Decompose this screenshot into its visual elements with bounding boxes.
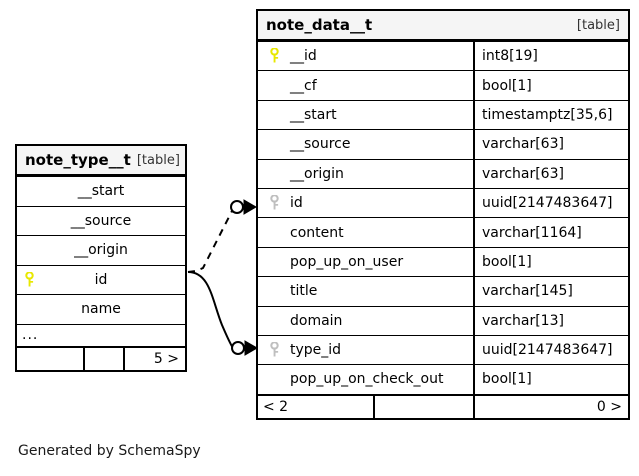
table-row[interactable]: __start timestamptz[35,6] (258, 99, 628, 130)
column-type: uuid[2147483647] (473, 188, 628, 218)
table-type-label: [table] (136, 152, 180, 168)
table-row[interactable]: __origin (17, 235, 185, 265)
column-name-cell: __start (17, 177, 185, 206)
column-name: title (290, 283, 318, 300)
column-type: int8[19] (473, 42, 628, 71)
key-icon-primary (262, 48, 286, 64)
column-name-cell: __source (258, 130, 473, 158)
table-row[interactable]: __origin varchar[63] (258, 158, 628, 188)
table-row[interactable]: id uuid[2147483647] (258, 187, 628, 218)
table-row[interactable]: content varchar[1164] (258, 217, 628, 247)
column-name-cell: __start (258, 101, 473, 129)
column-name: __source (70, 212, 132, 229)
column-type: varchar[145] (473, 277, 628, 306)
column-name-cell: __source (17, 207, 185, 236)
column-type: varchar[63] (473, 130, 628, 159)
table-type-label: [table] (576, 17, 620, 33)
table-row[interactable]: title varchar[145] (258, 276, 628, 306)
column-type: timestamptz[35,6] (473, 100, 628, 130)
column-name: name (81, 301, 121, 318)
column-name: __start (77, 183, 125, 200)
column-name: pop_up_on_check_out (290, 371, 444, 388)
column-name-cell: __origin (258, 160, 473, 188)
column-type: varchar[63] (473, 159, 628, 188)
column-type: uuid[2147483647] (473, 335, 628, 365)
key-icon-none (17, 295, 41, 324)
table-row[interactable]: __id int8[19] (258, 41, 628, 71)
diagram-caption: Generated by SchemaSpy (18, 443, 201, 459)
table-footer-note-data-t: < 2 0 > (258, 393, 628, 418)
table-header-note-type-t: note_type__t [table] (17, 146, 185, 176)
column-name: type_id (290, 342, 342, 359)
column-name: content (290, 224, 344, 241)
footer-left (17, 348, 83, 370)
column-type: bool[1] (473, 71, 628, 100)
column-name-cell: name (17, 295, 185, 324)
key-icon-none (17, 236, 41, 265)
table-row[interactable]: __cf bool[1] (258, 70, 628, 100)
footer-middle (373, 395, 473, 418)
edge-endpoint-circle (230, 200, 244, 214)
key-icon-none (17, 207, 41, 236)
column-name: pop_up_on_user (290, 253, 404, 270)
table-title: note_data__t (266, 16, 373, 34)
table-row[interactable]: name (17, 294, 185, 324)
edge-arrowhead (243, 199, 257, 215)
column-name: __id (290, 48, 317, 65)
column-name: __start (290, 106, 337, 123)
table-row[interactable]: pop_up_on_user bool[1] (258, 246, 628, 277)
column-name-cell: pop_up_on_user (258, 248, 473, 276)
column-type: bool[1] (473, 365, 628, 394)
column-name-cell: __id (258, 42, 473, 70)
column-name-cell: __cf (258, 71, 473, 99)
more-columns-indicator[interactable]: ... (17, 323, 185, 346)
column-name-cell: type_id (258, 336, 473, 364)
relationship-edge-solid (187, 271, 258, 356)
column-name: id (94, 271, 108, 288)
key-icon-foreign (262, 342, 286, 358)
column-name-cell: content (258, 218, 473, 246)
key-icon-primary (17, 266, 41, 295)
footer-middle (83, 347, 123, 370)
key-icon-foreign (262, 195, 286, 211)
table-row[interactable]: pop_up_on_check_out bool[1] (258, 364, 628, 394)
relationship-edge-dashed (187, 199, 257, 273)
column-name: __cf (290, 77, 317, 94)
column-type: bool[1] (473, 247, 628, 277)
footer-child-count[interactable]: 5 > (123, 347, 185, 370)
column-name-cell: domain (258, 307, 473, 335)
table-note-type-t[interactable]: note_type__t [table] __start __source __… (15, 144, 187, 372)
column-name: __origin (290, 165, 344, 182)
column-name: __source (290, 136, 351, 153)
table-title: note_type__t (25, 151, 131, 169)
column-name-cell: id (258, 189, 473, 217)
table-row[interactable]: __source varchar[63] (258, 129, 628, 159)
table-footer-note-type-t: 5 > (17, 345, 185, 370)
column-name: domain (290, 312, 343, 329)
column-name-cell: pop_up_on_check_out (258, 365, 473, 393)
key-icon-none (17, 177, 41, 206)
footer-parent-count[interactable]: < 2 (263, 398, 289, 415)
table-row[interactable]: domain varchar[13] (258, 305, 628, 335)
column-name: __origin (74, 242, 128, 259)
column-name-cell: id (17, 266, 185, 295)
table-header-note-data-t: note_data__t [table] (258, 11, 628, 41)
column-type: varchar[13] (473, 306, 628, 335)
footer-child-count[interactable]: 0 > (473, 395, 628, 418)
column-name: id (290, 195, 303, 212)
table-row[interactable]: id (17, 264, 185, 295)
column-type: varchar[1164] (473, 218, 628, 247)
table-row[interactable]: __start (17, 176, 185, 206)
table-row[interactable]: __source (17, 205, 185, 236)
column-name-cell: __origin (17, 236, 185, 265)
edge-endpoint-circle (231, 341, 245, 355)
table-note-data-t[interactable]: note_data__t [table] __id int8[19] __cf … (256, 9, 630, 420)
table-row[interactable]: type_id uuid[2147483647] (258, 334, 628, 365)
column-name-cell: title (258, 277, 473, 305)
